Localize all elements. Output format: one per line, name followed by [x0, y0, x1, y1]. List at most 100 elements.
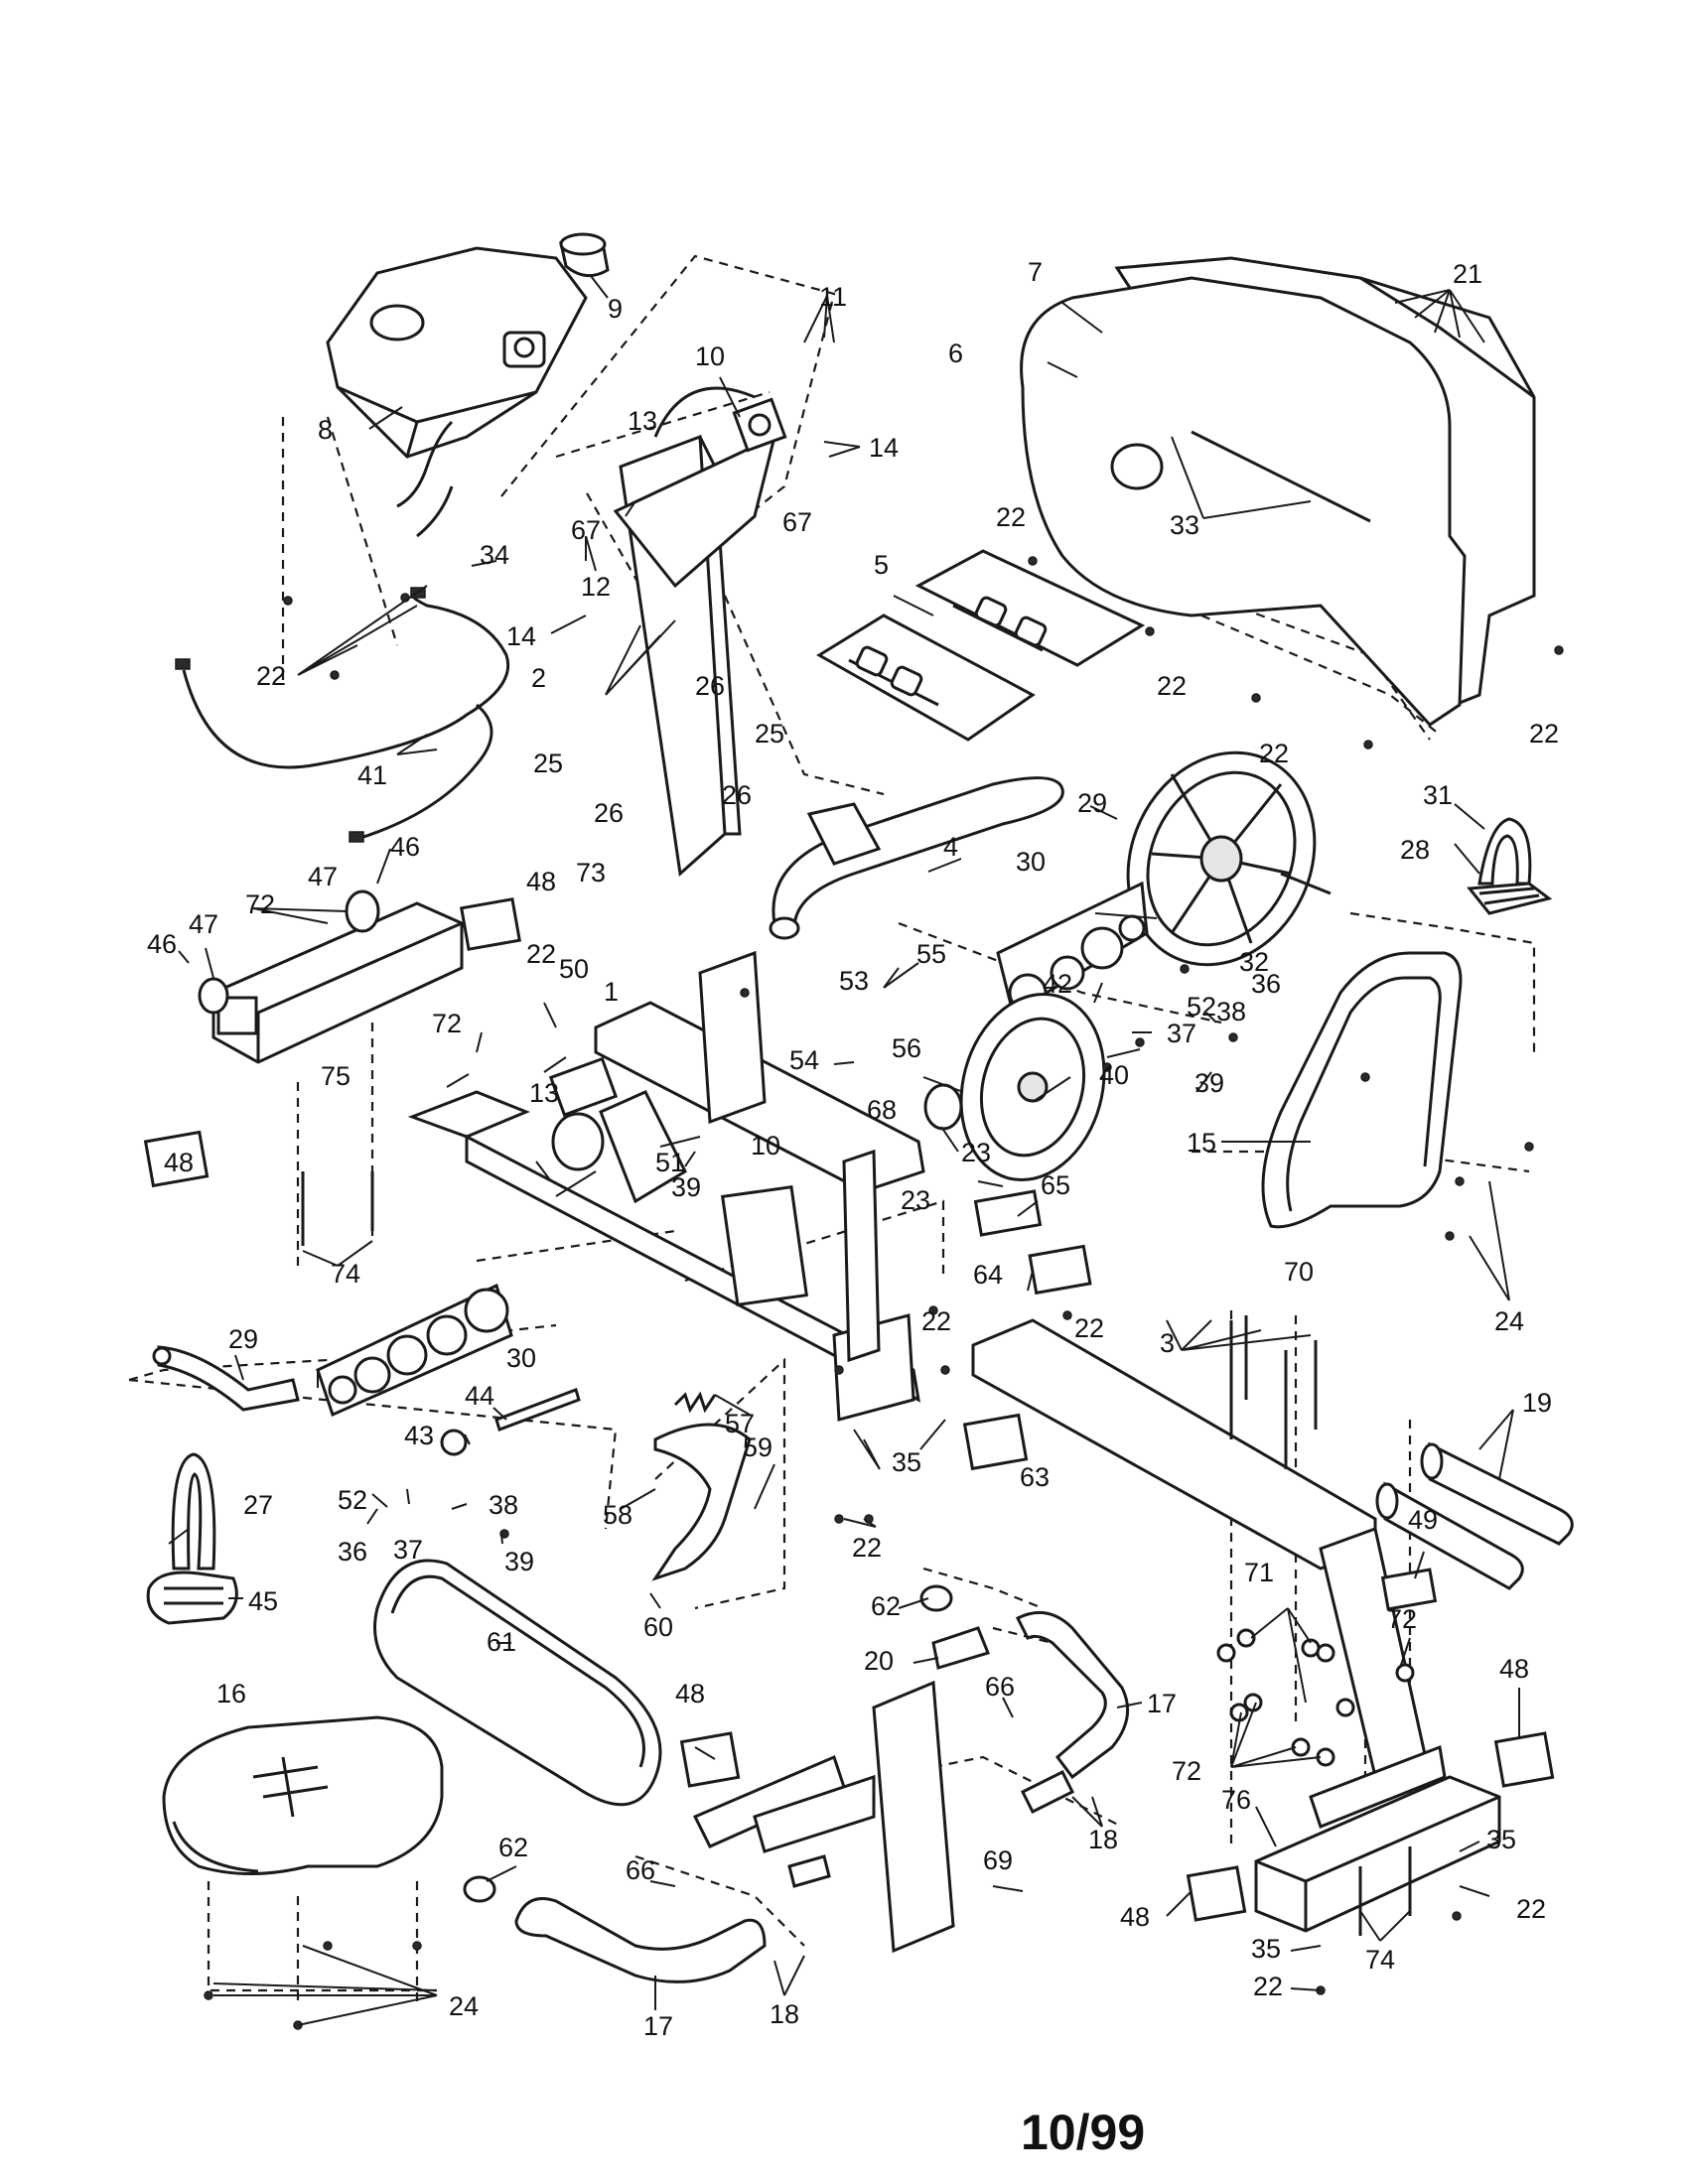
callout-48-rear-right: 48 [1499, 1654, 1529, 1684]
rear-frame-part-3 [971, 1318, 1447, 1829]
callout-20: 20 [864, 1646, 894, 1676]
callout-22-rear-bottom: 22 [1253, 1972, 1283, 2001]
callout-17-right: 17 [1147, 1689, 1177, 1718]
callout-55: 55 [916, 939, 946, 969]
callout-66-upper: 66 [985, 1672, 1015, 1702]
bolts-part-70 [1229, 1315, 1318, 1469]
callout-46-left: 46 [147, 929, 177, 959]
callout-21: 21 [1453, 259, 1482, 289]
callout-23-upper: 23 [961, 1138, 991, 1167]
callout-74-front: 74 [331, 1259, 360, 1289]
callout-30-top: 30 [1016, 847, 1046, 877]
nuts-part-71-72 [1216, 1628, 1415, 1767]
callout-27: 27 [243, 1490, 273, 1520]
callout-25-right: 25 [755, 719, 784, 749]
leader-lines [168, 275, 1520, 2026]
callout-22-frame-left: 22 [921, 1306, 951, 1336]
drive-wheel-part-42 [959, 992, 1106, 1182]
sensor-part-10-top [732, 397, 787, 453]
callout-48-front-top: 48 [526, 867, 556, 896]
callout-62-lower: 62 [498, 1833, 528, 1862]
callout-66-lower: 66 [626, 1855, 655, 1885]
handlebar-part-4 [769, 776, 1064, 940]
callout-22-wire: 22 [526, 939, 556, 969]
bearing-set-30-bottom [316, 1283, 513, 1418]
callout-52-bottom: 52 [338, 1485, 367, 1515]
pulley-bracket-set-5 [816, 549, 1146, 742]
upright-part-2 [613, 386, 777, 877]
seat-post-part-69 [692, 1680, 955, 1954]
callout-22-base: 22 [852, 1533, 882, 1563]
callout-22-cover-mid: 22 [1157, 671, 1187, 701]
callout-13-bottom: 13 [529, 1078, 559, 1108]
callout-75: 75 [321, 1061, 351, 1091]
callout-19: 19 [1522, 1388, 1552, 1418]
bolts-part-74 [301, 1171, 1412, 1936]
callout-46-top: 46 [390, 832, 420, 862]
callout-22-cover-low: 22 [1259, 739, 1289, 768]
frame-part-1 [407, 950, 925, 1422]
callout-28: 28 [1400, 835, 1430, 865]
callout-37-top: 37 [1167, 1019, 1196, 1048]
crank-part-29 [152, 1345, 300, 1412]
callout-33: 33 [1170, 510, 1199, 540]
callout-18-right: 18 [1088, 1825, 1118, 1854]
knob-part-9 [559, 232, 610, 278]
callout-72-bottom: 72 [1172, 1756, 1201, 1786]
seat-part-16 [162, 1715, 444, 1875]
callout-29-bottom: 29 [228, 1324, 258, 1354]
callout-61: 61 [487, 1627, 516, 1657]
callout-5: 5 [874, 550, 889, 580]
callout-48-seatpost: 48 [675, 1679, 705, 1708]
callout-71: 71 [1244, 1558, 1274, 1587]
date-code: 10/99 [1021, 2105, 1145, 2160]
flywheel-part-29 [1126, 751, 1332, 967]
callout-labels: 1 2 3 4 5 6 7 8 9 10 10 11 12 13 13 14 1… [147, 257, 1559, 2041]
callout-52-top: 52 [1187, 992, 1216, 1022]
callout-24-seat: 24 [449, 1991, 479, 2021]
callout-44: 44 [465, 1381, 494, 1411]
callout-57: 57 [725, 1409, 755, 1438]
callout-67-left: 67 [571, 515, 601, 545]
callout-26-right: 26 [722, 780, 752, 810]
spring-part-57 [673, 1391, 717, 1414]
callout-39-mid: 39 [671, 1172, 701, 1202]
pedal-strap-part-31 [1477, 817, 1532, 886]
callout-14-right: 14 [869, 433, 899, 463]
callout-64: 64 [973, 1260, 1003, 1290]
stabilizer-part-75 [211, 901, 464, 1064]
callout-9: 9 [608, 294, 623, 324]
callout-63: 63 [1020, 1462, 1050, 1492]
callout-10-bottom: 10 [751, 1131, 780, 1160]
callout-49: 49 [1408, 1505, 1438, 1535]
callout-59: 59 [743, 1433, 772, 1462]
bracket-part-20 [931, 1626, 991, 1670]
stabilizer-part-76 [1254, 1775, 1501, 1933]
callout-72-mid: 72 [432, 1009, 462, 1038]
console-part-8 [326, 246, 588, 459]
seat-back-part-15 [1261, 951, 1463, 1229]
callout-1: 1 [604, 977, 619, 1007]
cover-part-6 [1020, 276, 1467, 727]
callout-58: 58 [603, 1500, 632, 1530]
callout-45: 45 [248, 1586, 278, 1616]
callout-15: 15 [1187, 1128, 1216, 1158]
end-caps [143, 897, 1555, 1922]
callout-24-seatback: 24 [1494, 1306, 1524, 1336]
callout-72-front: 72 [245, 889, 275, 919]
callout-4: 4 [943, 832, 958, 862]
callout-74-rear: 74 [1365, 1945, 1395, 1975]
callout-67-right: 67 [782, 507, 812, 537]
callout-30-bottom: 30 [506, 1343, 536, 1373]
callout-53: 53 [839, 966, 869, 996]
callout-18-bottom: 18 [770, 1999, 799, 2029]
wire-harness-41 [175, 587, 510, 843]
callout-73: 73 [576, 858, 606, 887]
callout-48-front-left: 48 [164, 1148, 194, 1177]
handgrip-part-17-upper [1015, 1610, 1130, 1815]
callout-56: 56 [892, 1033, 921, 1063]
wire-34 [396, 420, 454, 538]
callout-22-console: 22 [256, 661, 286, 691]
callout-2: 2 [531, 663, 546, 693]
